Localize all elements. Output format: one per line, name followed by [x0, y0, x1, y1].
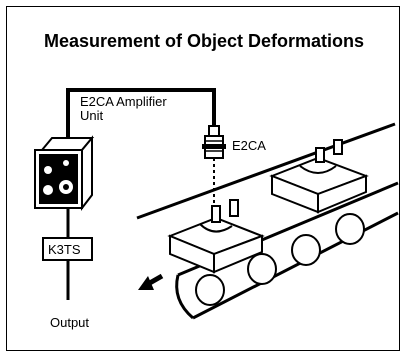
- amplifier-label-line1: E2CA Amplifier: [80, 94, 167, 109]
- sensor-label: E2CA: [232, 138, 266, 153]
- workpiece-object: [269, 139, 369, 214]
- amplifier-unit-icon: [34, 135, 95, 211]
- output-label: Output: [50, 315, 89, 330]
- direction-arrow-icon: [138, 273, 164, 290]
- amplifier-label-line2: Unit: [80, 108, 104, 123]
- controller-label: K3TS: [48, 242, 81, 257]
- conveyor-belt: [136, 122, 399, 320]
- sensor-cable: [66, 88, 216, 138]
- diagram-title: Measurement of Object Deformations: [43, 31, 365, 51]
- workpiece-object: [167, 199, 265, 274]
